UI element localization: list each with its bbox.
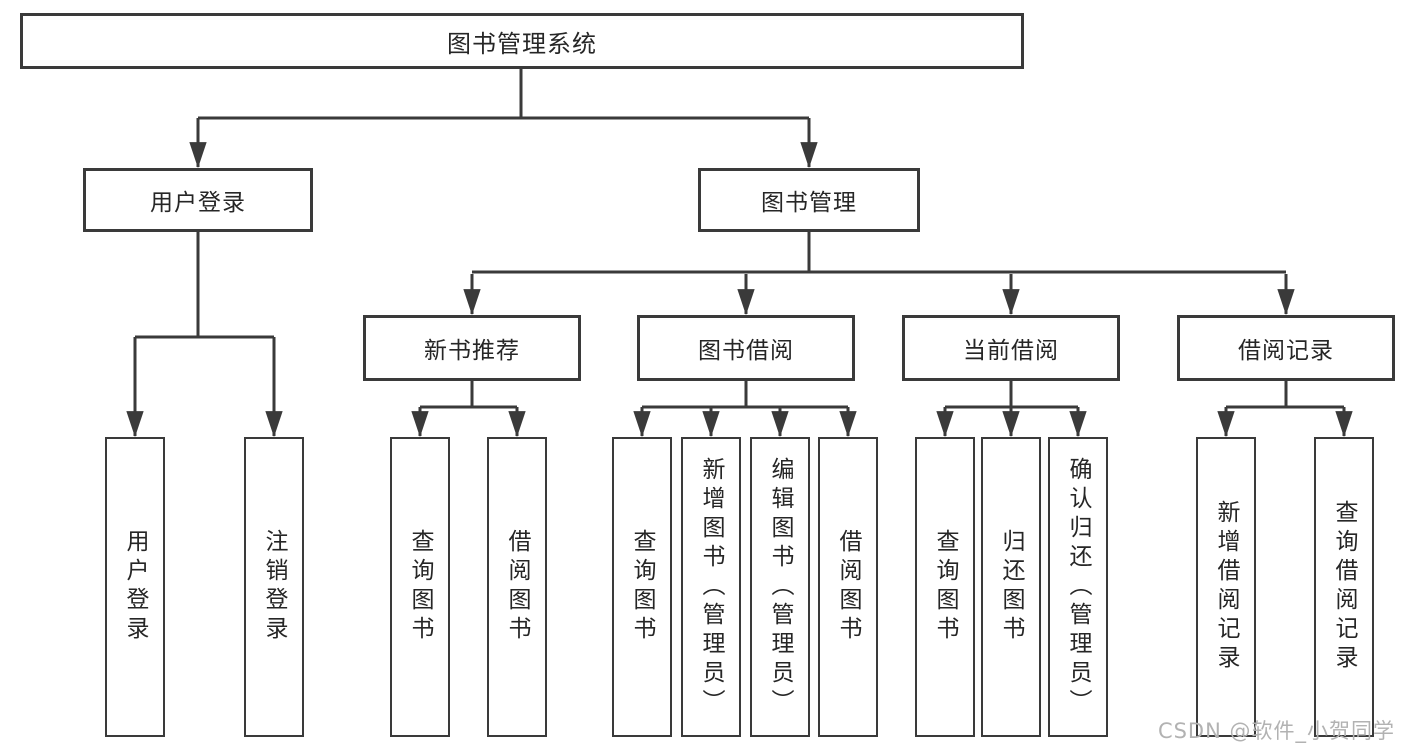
node-book-borrowing: 图书借阅: [637, 315, 855, 381]
watermark: CSDN @软件_小贺同学: [1157, 719, 1395, 743]
leaf-add-borrow-record: 新增借阅记录: [1196, 437, 1256, 737]
leaf-label: 新增图书（管理员）: [698, 456, 724, 718]
leaf-label: 借阅图书: [504, 529, 530, 645]
leaf-label: 编辑图书（管理员）: [767, 456, 793, 718]
leaf-user-login: 用户登录: [105, 437, 165, 737]
node-book-management: 图书管理: [698, 168, 920, 232]
leaf-borrow-books-recommend: 借阅图书: [487, 437, 547, 737]
node-new-book-recommendation: 新书推荐: [363, 315, 581, 381]
leaf-query-books-current: 查询图书: [915, 437, 975, 737]
leaf-query-books-recommend: 查询图书: [390, 437, 450, 737]
leaf-borrow-books: 借阅图书: [818, 437, 878, 737]
leaf-edit-books-admin: 编辑图书（管理员）: [750, 437, 810, 737]
leaf-label: 查询图书: [932, 529, 958, 645]
leaf-label: 借阅图书: [835, 529, 861, 645]
leaf-label: 用户登录: [122, 529, 148, 645]
leaf-query-books-borrow: 查询图书: [612, 437, 672, 737]
leaf-label: 确认归还（管理员）: [1065, 456, 1091, 718]
leaf-add-books-admin: 新增图书（管理员）: [681, 437, 741, 737]
leaf-label: 注销登录: [261, 529, 287, 645]
leaf-label: 查询图书: [407, 529, 433, 645]
leaf-return-books: 归还图书: [981, 437, 1041, 737]
node-user-login: 用户登录: [83, 168, 313, 232]
leaf-label: 查询借阅记录: [1331, 500, 1357, 674]
leaf-logout: 注销登录: [244, 437, 304, 737]
node-current-borrowing: 当前借阅: [902, 315, 1120, 381]
leaf-label: 查询图书: [629, 529, 655, 645]
leaf-label: 归还图书: [998, 529, 1024, 645]
node-borrowing-records: 借阅记录: [1177, 315, 1395, 381]
leaf-label: 新增借阅记录: [1213, 500, 1239, 674]
node-library-management-system: 图书管理系统: [20, 13, 1024, 69]
leaf-query-borrow-record: 查询借阅记录: [1314, 437, 1374, 737]
leaf-confirm-return-admin: 确认归还（管理员）: [1048, 437, 1108, 737]
